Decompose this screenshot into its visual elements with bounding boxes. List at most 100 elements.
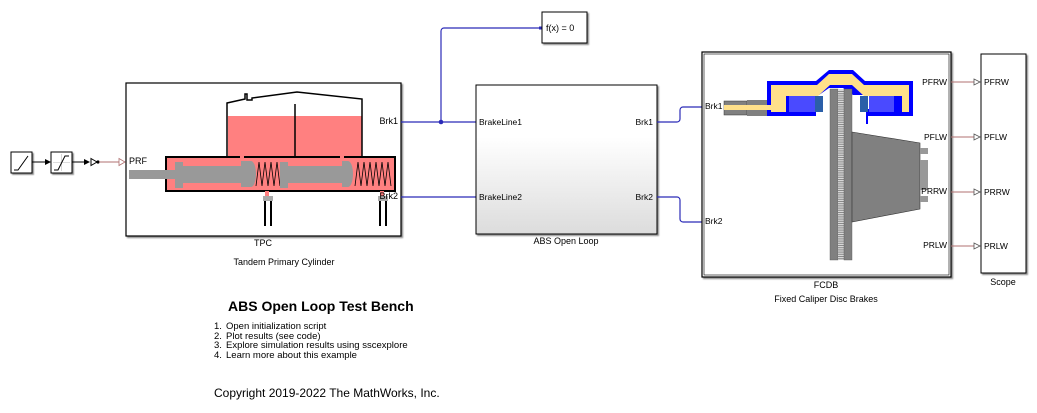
disc-rib	[838, 141, 844, 143]
fcdb-port-pfrw: PFRW	[922, 77, 947, 87]
tpc-block-description: Tandem Primary Cylinder	[233, 257, 334, 267]
disc-rib	[838, 229, 844, 231]
disc-rib	[838, 196, 844, 198]
hydraulic-line-abs-brk2[interactable]	[657, 196, 703, 223]
bench-link-open-init[interactable]: 1.Open initialization script	[214, 321, 327, 332]
disc-rib	[838, 234, 844, 235]
scope-block-name: Scope	[990, 277, 1016, 287]
disc-rib	[838, 205, 844, 207]
disc-rib	[838, 209, 844, 211]
disc-rib	[838, 227, 844, 229]
ps-line-pfrw[interactable]	[951, 78, 981, 86]
disc-rib	[838, 121, 844, 123]
disc-rib	[838, 150, 844, 152]
disc-rib	[838, 97, 844, 99]
signal-line-ramp-sat[interactable]	[32, 159, 51, 165]
hydraulic-line-solver[interactable]	[440, 26, 542, 123]
disc-rib	[838, 157, 844, 158]
ps-line-converter-tpc[interactable]	[99, 157, 126, 167]
tpc-port-brk2: Brk2	[379, 191, 398, 201]
disc-rib	[838, 152, 844, 154]
ps-line-prlw[interactable]	[951, 242, 981, 250]
hydraulic-line-abs-brk1[interactable]	[657, 106, 703, 123]
disc-rib	[838, 106, 844, 108]
spring-secondary	[354, 161, 392, 187]
ps-line-pflw[interactable]	[951, 133, 981, 141]
disc-rib	[838, 126, 844, 128]
abs-port-brk2: Brk2	[636, 192, 654, 202]
disc-rib	[838, 212, 844, 213]
disc-rib	[838, 194, 844, 196]
fcdb-port-prrw: PRRW	[921, 186, 947, 196]
ps-line-prrw[interactable]	[951, 188, 981, 196]
disc-rib	[838, 148, 844, 150]
bench-link-learn-more[interactable]: 4.Learn more about this example	[214, 349, 357, 361]
disc-rib	[838, 113, 844, 114]
fcdb-port-brk2: Brk2	[705, 216, 723, 226]
bench-link-list: 1.Open initialization script 2.Plot resu…	[214, 322, 408, 360]
scope-port-prrw: PRRW	[984, 187, 1010, 197]
disc-rib	[838, 198, 844, 200]
disc-rib	[838, 143, 844, 145]
abs-block-name: ABS Open Loop	[533, 236, 598, 246]
hydraulic-line-brake1[interactable]	[401, 119, 476, 125]
disc-rib	[838, 223, 844, 224]
ramp-block[interactable]	[10, 151, 33, 174]
disc-rib	[838, 163, 844, 165]
disc-rib	[838, 192, 844, 194]
disc-rib	[838, 242, 844, 244]
bench-title: ABS Open Loop Test Bench	[228, 298, 414, 314]
disc-rib	[838, 183, 844, 185]
disc-rib	[838, 119, 844, 121]
disc-rib	[838, 179, 844, 180]
disc-rib	[838, 165, 844, 167]
disc-rib	[838, 214, 844, 216]
disc-rib	[838, 154, 844, 156]
bench-link-sscexplore[interactable]: 3.Explore simulation results using sscex…	[214, 340, 408, 351]
disc-rib	[838, 231, 844, 233]
scope-port-prlw: PRLW	[984, 241, 1008, 251]
saturation-block[interactable]	[50, 151, 73, 174]
scope-block[interactable]: PFRW PFLW PRRW PRLW	[980, 53, 1027, 274]
reservoir-cap	[226, 91, 363, 157]
disc-rib	[838, 110, 844, 112]
disc-rib	[838, 99, 844, 101]
abs-open-loop-block[interactable]: BrakeLine1 BrakeLine2 Brk1 Brk2	[475, 84, 658, 235]
scope-port-pfrw: PFRW	[984, 77, 1009, 87]
disc-rib	[838, 258, 844, 260]
fcdb-block[interactable]: Brk1 Brk2 PFRW PFLW PRRW PRLW	[701, 51, 952, 278]
ramp-icon	[14, 155, 29, 171]
disc-rib	[838, 240, 844, 242]
disc-rib	[838, 181, 844, 183]
tpc-block-name: TPC	[254, 238, 273, 248]
disc-rib	[838, 245, 844, 246]
disc-rib	[838, 93, 844, 95]
caliper-fluid	[771, 74, 909, 112]
push-rod	[129, 170, 179, 179]
disc-rib	[838, 176, 844, 178]
disc-rib	[838, 161, 844, 163]
disc-rib	[838, 187, 844, 189]
fcdb-port-prlw: PRLW	[923, 240, 947, 250]
disc-rib	[838, 247, 844, 249]
tpc-block[interactable]: PRF Brk1 Brk2	[125, 82, 402, 237]
fcdb-block-name: FCDB	[814, 280, 839, 290]
bench-link-plot-results[interactable]: 2.Plot results (see code)	[214, 330, 321, 342]
disc-rib	[838, 249, 844, 251]
fcdb-port-pflw: PFLW	[924, 132, 947, 142]
disc-rib	[838, 91, 844, 92]
disc-rib	[838, 102, 844, 103]
scope-port-pflw: PFLW	[984, 132, 1007, 142]
copyright-notice: Copyright 2019-2022 The MathWorks, Inc.	[214, 386, 440, 400]
solver-configuration-block[interactable]: f(x) = 0	[541, 11, 588, 44]
disc-rib	[838, 238, 844, 240]
brake-disc	[829, 88, 839, 261]
disc-rib	[838, 236, 844, 238]
signal-line-sat-converter[interactable]	[72, 159, 90, 165]
ps-converter-block[interactable]	[90, 157, 100, 167]
disc-ribs	[838, 91, 844, 260]
disc-rib	[838, 172, 844, 174]
caliper-piston-left	[789, 96, 815, 112]
disc-rib	[838, 174, 844, 176]
